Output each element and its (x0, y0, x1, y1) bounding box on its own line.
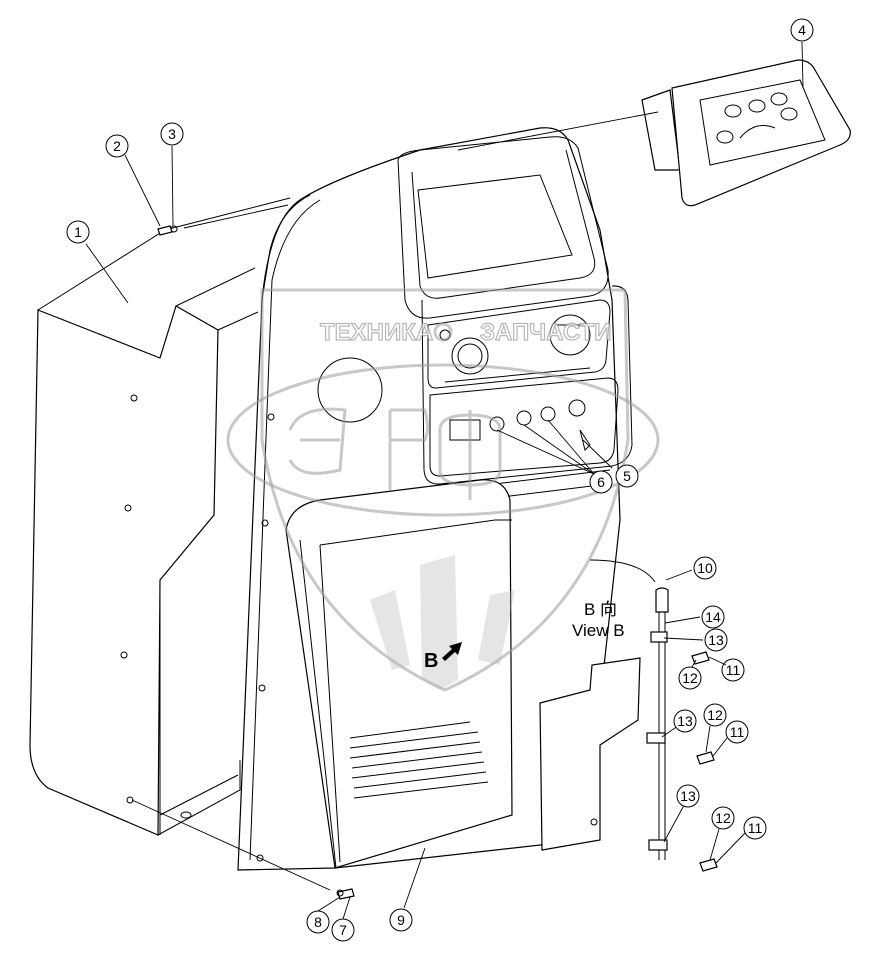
svg-text:1: 1 (74, 224, 82, 240)
svg-text:13: 13 (677, 713, 693, 729)
callout-13-a: 13 (704, 628, 728, 652)
watermark-right-word: ЗАПЧАСТИ (480, 319, 612, 346)
view-b-arrow: B (424, 642, 462, 672)
svg-text:11: 11 (730, 724, 745, 740)
callout-1: 1 (66, 220, 90, 244)
callout-2: 2 (105, 134, 129, 158)
view-b-arrow-label: B (424, 650, 438, 672)
callout-10: 10 (693, 556, 717, 580)
callout-14: 14 (701, 605, 725, 629)
callout-4: 4 (790, 18, 814, 42)
svg-text:4: 4 (798, 22, 806, 38)
callout-11-c: 11 (743, 816, 767, 840)
svg-text:13: 13 (680, 788, 696, 804)
screw-2-3 (157, 225, 178, 236)
callout-12-a: 12 (678, 666, 702, 690)
side-panel (29, 197, 291, 836)
instrument-cluster (641, 59, 851, 207)
svg-text:10: 10 (697, 560, 713, 576)
callout-11-b: 11 (725, 720, 749, 744)
callout-11-a: 11 (721, 658, 745, 682)
view-b-label-en: View B (572, 621, 625, 640)
svg-text:5: 5 (623, 468, 631, 484)
svg-text:9: 9 (397, 912, 405, 928)
svg-text:7: 7 (339, 922, 347, 938)
svg-text:3: 3 (168, 126, 176, 142)
callout-8: 8 (306, 910, 330, 934)
svg-text:12: 12 (715, 810, 731, 826)
vent-slots (349, 721, 489, 799)
callout-5: 5 (615, 464, 639, 488)
svg-text:2: 2 (113, 138, 121, 154)
watermark-logo: ТЕХНИКА ЗАПЧАСТИ (226, 288, 660, 692)
svg-text:11: 11 (726, 662, 741, 678)
callout-3: 3 (160, 122, 184, 146)
watermark-left-word: ТЕХНИКА (320, 319, 433, 346)
svg-text:11: 11 (748, 820, 763, 836)
svg-text:8: 8 (314, 914, 322, 930)
callout-6: 6 (589, 470, 613, 494)
svg-text:14: 14 (705, 609, 721, 625)
front-cover (285, 479, 513, 869)
view-b-label-cn: B 向 (584, 600, 617, 619)
callout-7: 7 (331, 918, 355, 942)
view-b-detail: B 向 View B (539, 559, 718, 872)
svg-text:12: 12 (682, 670, 698, 686)
callout-9: 9 (389, 908, 413, 932)
leader-lines-view-b (317, 656, 746, 920)
callout-13-c: 13 (676, 784, 700, 808)
svg-text:13: 13 (708, 632, 724, 648)
callout-13-b: 13 (673, 709, 697, 733)
screw-7-8 (336, 888, 355, 900)
callout-12-b: 12 (703, 703, 727, 727)
svg-text:12: 12 (707, 707, 723, 723)
svg-text:6: 6 (597, 474, 605, 490)
callout-12-c: 12 (711, 806, 735, 830)
